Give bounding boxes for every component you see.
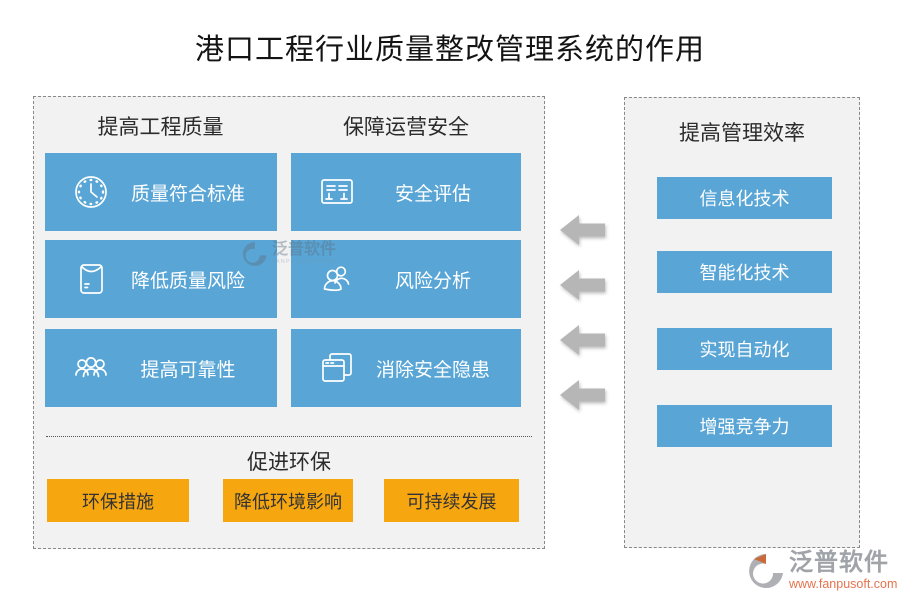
left-arrow-icon — [560, 325, 605, 355]
group-icon — [69, 346, 113, 390]
efficiency-item-competitiveness: 增强竞争力 — [657, 405, 832, 447]
card-label: 降低质量风险 — [130, 269, 245, 292]
eco-item-impact: 降低环境影响 — [223, 479, 353, 522]
card-label: 风险分析 — [394, 269, 471, 292]
eco-item-measures: 环保措施 — [47, 479, 189, 522]
left-arrow-icon — [560, 270, 605, 300]
card-quality-standard: 质量符合标准 — [45, 153, 277, 231]
card-label: 消除安全隐患 — [375, 358, 490, 381]
left-arrow-icon — [560, 380, 605, 410]
card-risk-analysis: 风险分析 — [291, 240, 521, 318]
left-arrow-icon — [560, 215, 605, 245]
page-title: 港口工程行业质量整改管理系统的作用 — [194, 32, 705, 66]
column-header-efficiency: 提高管理效率 — [679, 121, 805, 145]
brand-name: 泛普软件 — [789, 549, 889, 576]
clock-icon — [69, 170, 113, 214]
card-label: 质量符合标准 — [130, 182, 245, 205]
card-reduce-quality-risk: 降低质量风险 — [45, 240, 277, 318]
separator-line — [46, 436, 532, 437]
users-icon — [315, 257, 359, 301]
folder-icon — [69, 257, 113, 301]
eco-item-sustainable: 可持续发展 — [384, 479, 519, 522]
card-safety-assessment: 安全评估 — [291, 153, 521, 231]
efficiency-item-intelligent: 智能化技术 — [657, 251, 832, 293]
form-icon — [315, 170, 359, 214]
eco-section-header: 促进环保 — [247, 450, 331, 474]
efficiency-item-information: 信息化技术 — [657, 177, 832, 219]
column-header-safety: 保障运营安全 — [343, 115, 469, 139]
brand-mark: 泛普软件 www.fanpusoft.com — [745, 551, 897, 591]
left-panel: 提高工程质量 保障运营安全 质量符合标准 降低质量风险 — [33, 96, 545, 549]
brand-url: www.fanpusoft.com — [789, 577, 898, 591]
card-improve-reliability: 提高可靠性 — [45, 329, 277, 407]
efficiency-item-automation: 实现自动化 — [657, 328, 832, 370]
right-panel: 提高管理效率 信息化技术 智能化技术 实现自动化 增强竞争力 — [624, 97, 860, 548]
column-header-quality: 提高工程质量 — [97, 115, 224, 139]
card-eliminate-hazards: 消除安全隐患 — [291, 329, 521, 407]
fanpu-logo-icon — [749, 554, 783, 588]
windows-icon — [315, 346, 359, 390]
card-label: 安全评估 — [394, 182, 471, 205]
card-label: 提高可靠性 — [140, 358, 236, 381]
